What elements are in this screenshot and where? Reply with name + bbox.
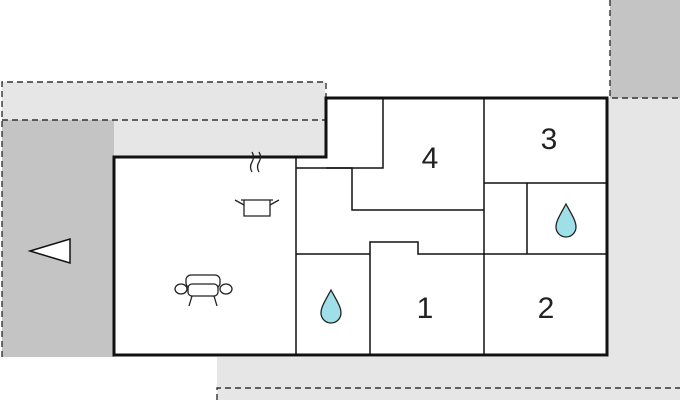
water-drop-icon — [555, 202, 577, 238]
room-number-3: 3 — [541, 123, 558, 156]
sofa-icon — [174, 274, 233, 307]
terrace-left — [1, 81, 327, 357]
room-number-4: 4 — [422, 142, 439, 175]
interior-walls — [295, 97, 607, 355]
water-drop-icon — [320, 288, 342, 324]
terrace-right — [216, 0, 680, 400]
room-number-1: 1 — [417, 292, 434, 325]
room-number-2: 2 — [538, 292, 555, 325]
kitchen-pot-icon — [234, 151, 280, 217]
entrance-arrow-icon — [27, 237, 71, 265]
